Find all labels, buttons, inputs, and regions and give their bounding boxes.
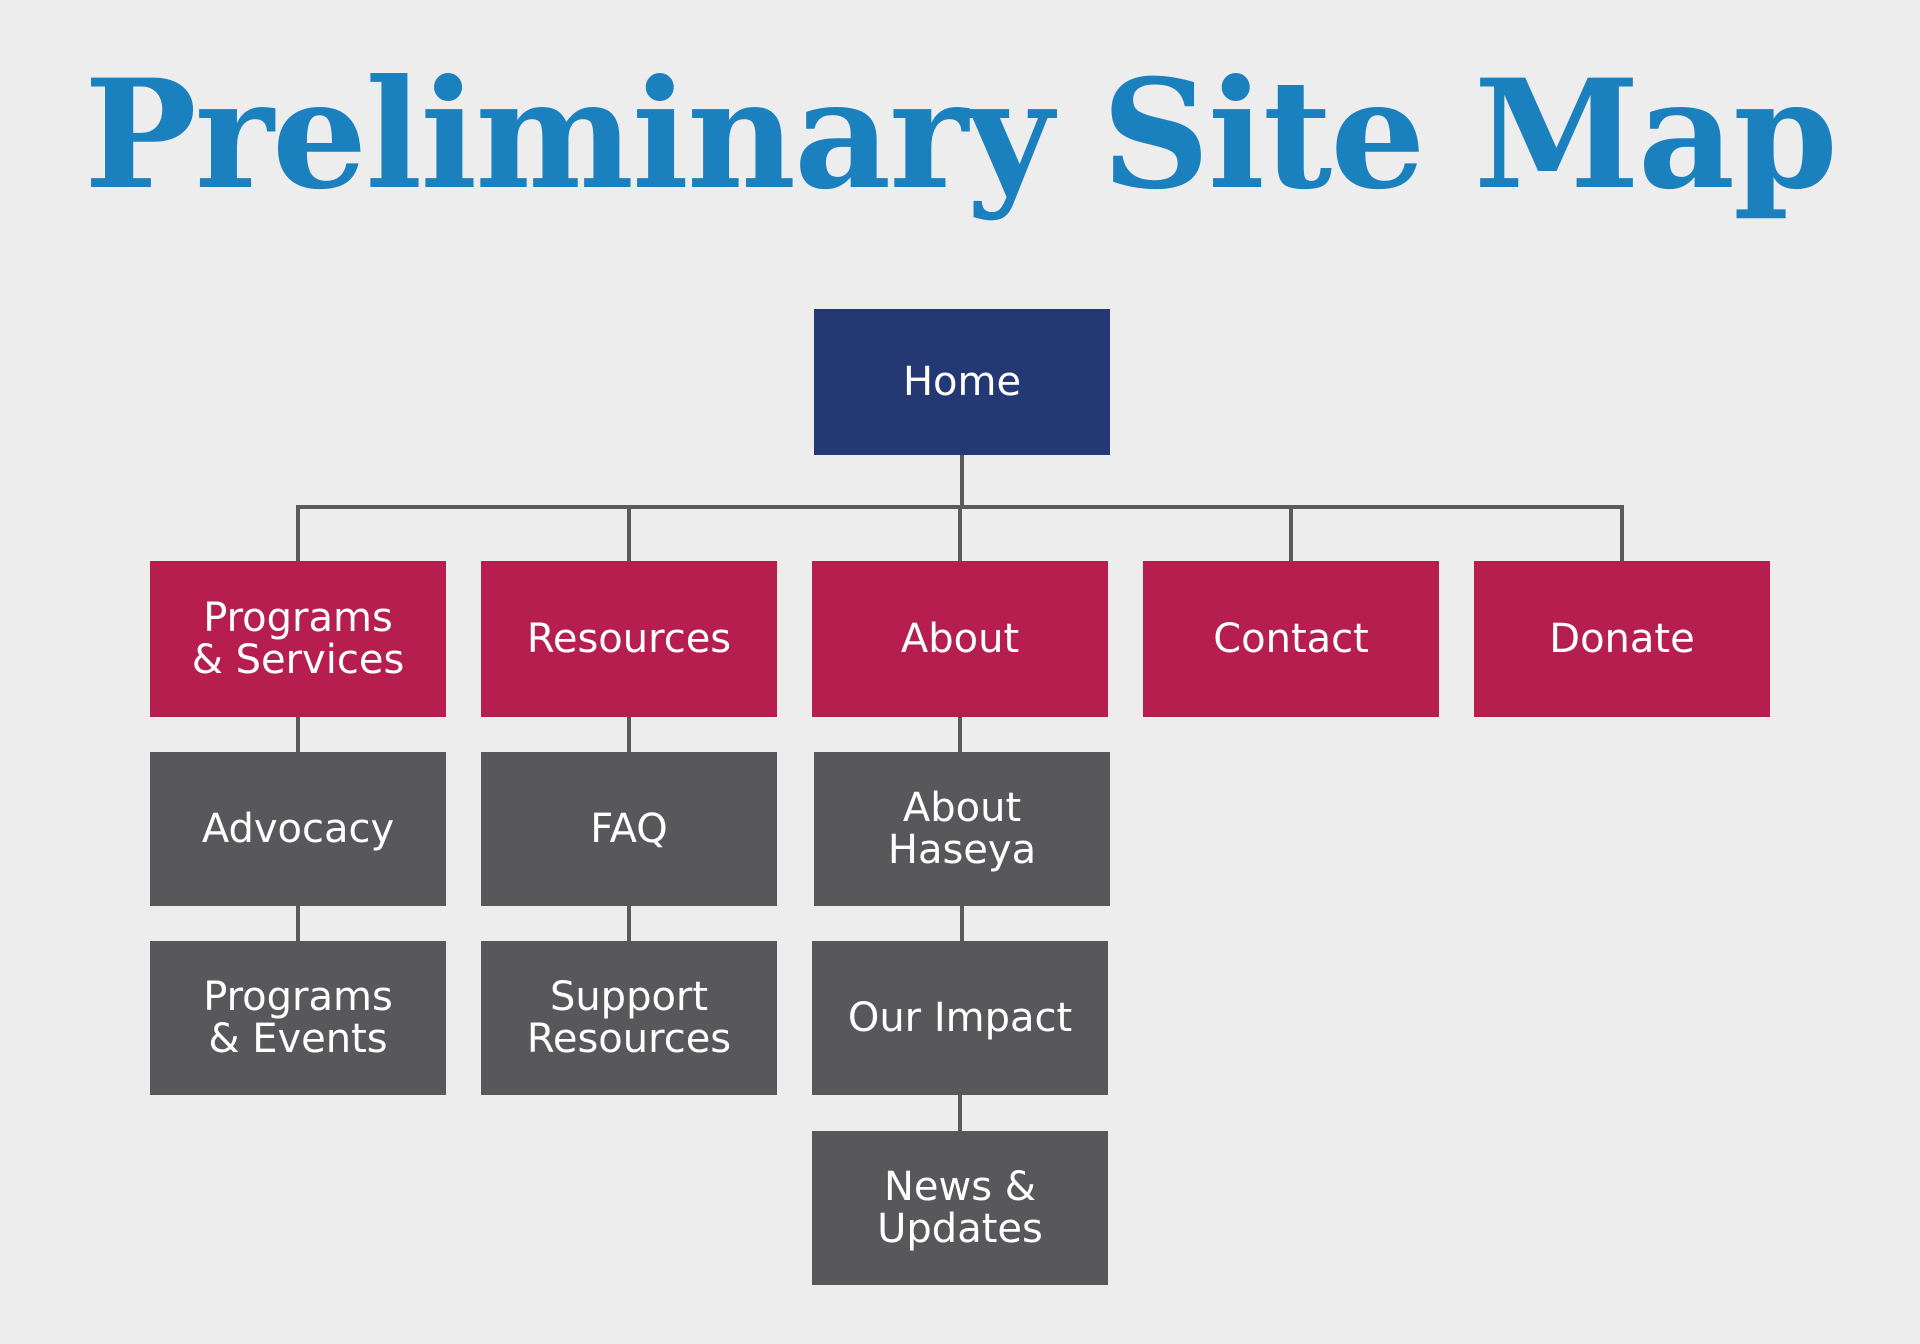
node-contact[interactable]: Contact [1143, 561, 1439, 717]
node-about-haseya[interactable]: About Haseya [814, 752, 1110, 906]
node-programs-events[interactable]: Programs & Events [150, 941, 446, 1095]
node-label: Advocacy [201, 806, 395, 852]
node-label: Programs & Events [203, 974, 393, 1062]
node-label: News & Updates [877, 1164, 1043, 1252]
node-resources[interactable]: Resources [481, 561, 777, 717]
node-news-updates[interactable]: News & Updates [812, 1131, 1108, 1285]
node-donate[interactable]: Donate [1474, 561, 1770, 717]
node-label: Donate [1549, 616, 1695, 662]
node-label: Our Impact [847, 995, 1073, 1041]
node-label: About Haseya [887, 785, 1037, 873]
node-label: About [900, 616, 1020, 662]
node-label: Resources [526, 616, 732, 662]
node-programs-services[interactable]: Programs & Services [150, 561, 446, 717]
node-home[interactable]: Home [814, 309, 1110, 455]
node-our-impact[interactable]: Our Impact [812, 941, 1108, 1095]
node-label: Support Resources [526, 974, 732, 1062]
node-faq[interactable]: FAQ [481, 752, 777, 906]
node-about[interactable]: About [812, 561, 1108, 717]
node-label: Programs & Services [191, 595, 405, 683]
page-title: Preliminary Site Map [84, 47, 1838, 223]
node-home-label: Home [902, 359, 1022, 405]
node-advocacy[interactable]: Advocacy [150, 752, 446, 906]
node-support-resources[interactable]: Support Resources [481, 941, 777, 1095]
node-label: FAQ [590, 806, 668, 852]
node-label: Contact [1213, 616, 1369, 662]
